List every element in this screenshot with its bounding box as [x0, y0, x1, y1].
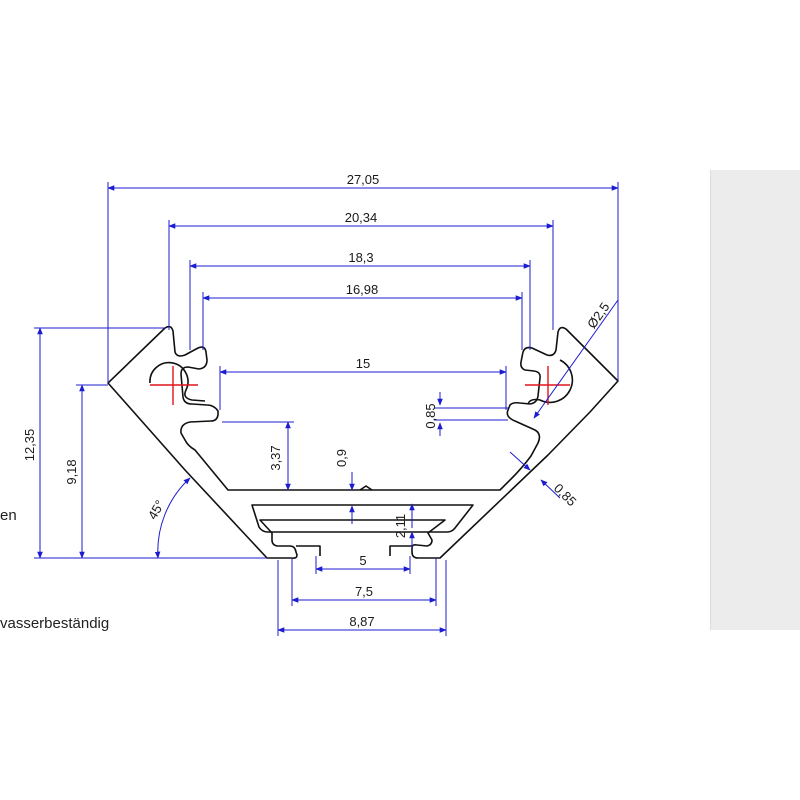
dimension-lines [34, 182, 619, 636]
dim-angle: 45° [145, 497, 168, 522]
dim-slot-width-2: 7,5 [355, 584, 373, 599]
dim-hole-diameter: Ø2,5 [584, 300, 612, 332]
dim-floor-thickness: 0,9 [334, 449, 349, 467]
dim-height-2: 9,18 [64, 459, 79, 484]
dim-wall-small: 0,85 [423, 403, 438, 428]
dim-width-3: 18,3 [348, 250, 373, 265]
side-panel [710, 170, 800, 630]
dim-groove-depth: 2,11 [393, 514, 408, 538]
dim-wall-side: 0,85 [551, 481, 580, 510]
profile-outline [107, 325, 619, 559]
dim-total-height: 12,35 [22, 429, 37, 462]
dim-slot-width: 5 [359, 553, 366, 568]
dimension-labels: 27,05 20,34 18,3 16,98 15 Ø2,5 0,85 0,85… [22, 172, 613, 629]
dim-inner-width: 15 [356, 356, 370, 371]
dim-width-2: 20,34 [345, 210, 378, 225]
dim-inner-depth: 3,37 [268, 445, 283, 470]
dim-bottom-width: 8,87 [349, 614, 374, 629]
dim-overall-width: 27,05 [347, 172, 380, 187]
side-text-fragment-2: vasserbeständig [0, 615, 110, 632]
side-text-fragment: en [0, 507, 17, 524]
dim-width-4: 16,98 [346, 282, 379, 297]
